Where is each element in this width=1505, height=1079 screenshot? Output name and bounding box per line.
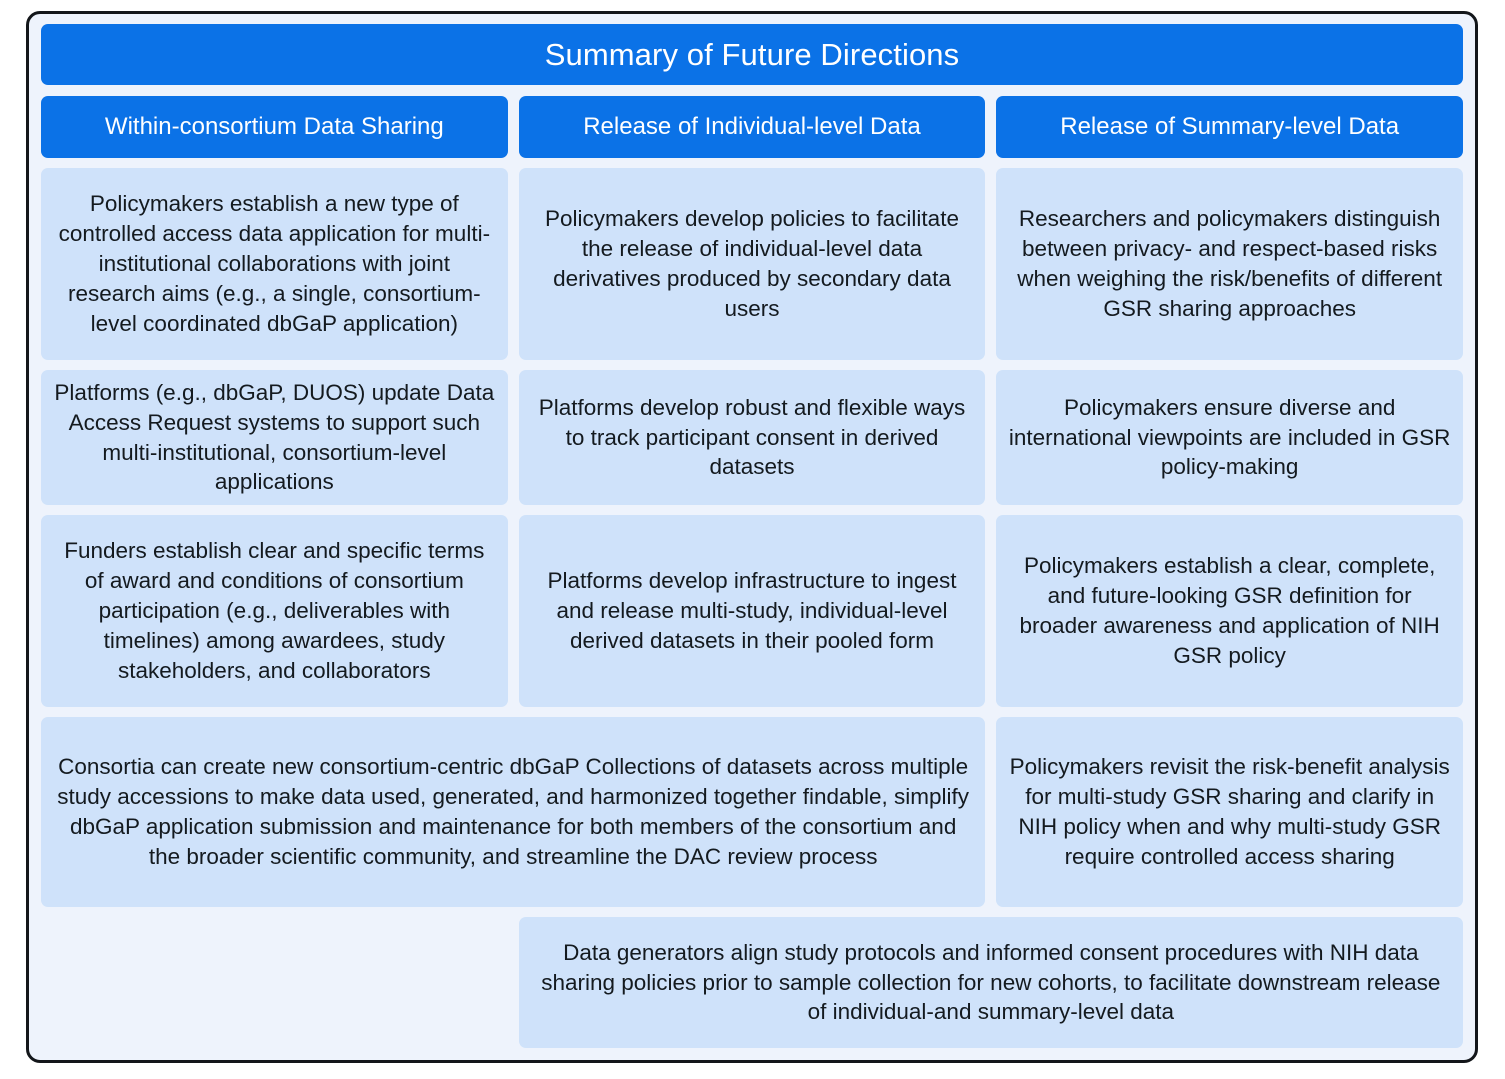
- column-header-release-of-individual-level-data: Release of Individual-level Data: [518, 96, 986, 158]
- page-title: Summary of Future Directions: [544, 36, 960, 72]
- recommendation-cell: Platforms develop infrastructure to inge…: [518, 515, 986, 707]
- recommendation-text: Policymakers establish a new type of con…: [58, 191, 491, 336]
- recommendation-text: Policymakers ensure diverse and internat…: [1008, 394, 1451, 480]
- recommendation-text: Policymakers develop policies to facilit…: [545, 206, 959, 321]
- figure-title-banner: Summary of Future Directions: [41, 24, 1463, 85]
- recommendation-cell: Policymakers revisit the risk-benefit an…: [996, 717, 1463, 907]
- column-header-within-consortium-data-sharing: Within-consortium Data Sharing: [41, 96, 508, 158]
- recommendation-cell: Platforms (e.g., dbGaP, DUOS) update Dat…: [41, 370, 508, 505]
- column-header-label: Within-consortium Data Sharing: [104, 113, 444, 140]
- column-header-label: Release of Summary-level Data: [1060, 113, 1400, 140]
- recommendation-cell: Policymakers establish a new type of con…: [41, 168, 508, 360]
- recommendation-cell: Funders establish clear and specific ter…: [41, 515, 508, 707]
- recommendation-cell: Policymakers develop policies to facilit…: [518, 168, 986, 360]
- recommendation-cell-spanning: Consortia can create new consortium-cent…: [41, 717, 986, 907]
- recommendation-text: Platforms (e.g., dbGaP, DUOS) update Dat…: [54, 379, 495, 495]
- recommendation-text: Researchers and policymakers distinguish…: [1017, 206, 1443, 321]
- recommendation-text: Platforms develop robust and flexible wa…: [538, 394, 966, 480]
- recommendation-cell: Platforms develop robust and flexible wa…: [518, 370, 986, 505]
- recommendation-text: Funders establish clear and specific ter…: [64, 538, 485, 683]
- recommendation-cell: Policymakers establish a clear, complete…: [996, 515, 1463, 707]
- recommendation-text: Policymakers establish a clear, complete…: [1019, 553, 1440, 668]
- recommendation-text: Policymakers revisit the risk-benefit an…: [1009, 754, 1450, 869]
- recommendation-cell: Policymakers ensure diverse and internat…: [996, 370, 1463, 505]
- column-header-release-of-summary-level-data: Release of Summary-level Data: [996, 96, 1463, 158]
- summary-grid: Within-consortium Data Sharing Release o…: [41, 96, 1463, 1048]
- recommendation-text: Data generators align study protocols an…: [541, 939, 1441, 1025]
- recommendation-text: Platforms develop infrastructure to inge…: [547, 568, 957, 653]
- recommendation-cell: Researchers and policymakers distinguish…: [996, 168, 1463, 360]
- recommendation-text: Consortia can create new consortium-cent…: [57, 754, 970, 869]
- empty-cell: [41, 917, 508, 1048]
- figure-container: Summary of Future Directions Within-cons…: [26, 11, 1478, 1063]
- column-header-label: Release of Individual-level Data: [583, 113, 921, 140]
- recommendation-cell-spanning: Data generators align study protocols an…: [518, 917, 1463, 1048]
